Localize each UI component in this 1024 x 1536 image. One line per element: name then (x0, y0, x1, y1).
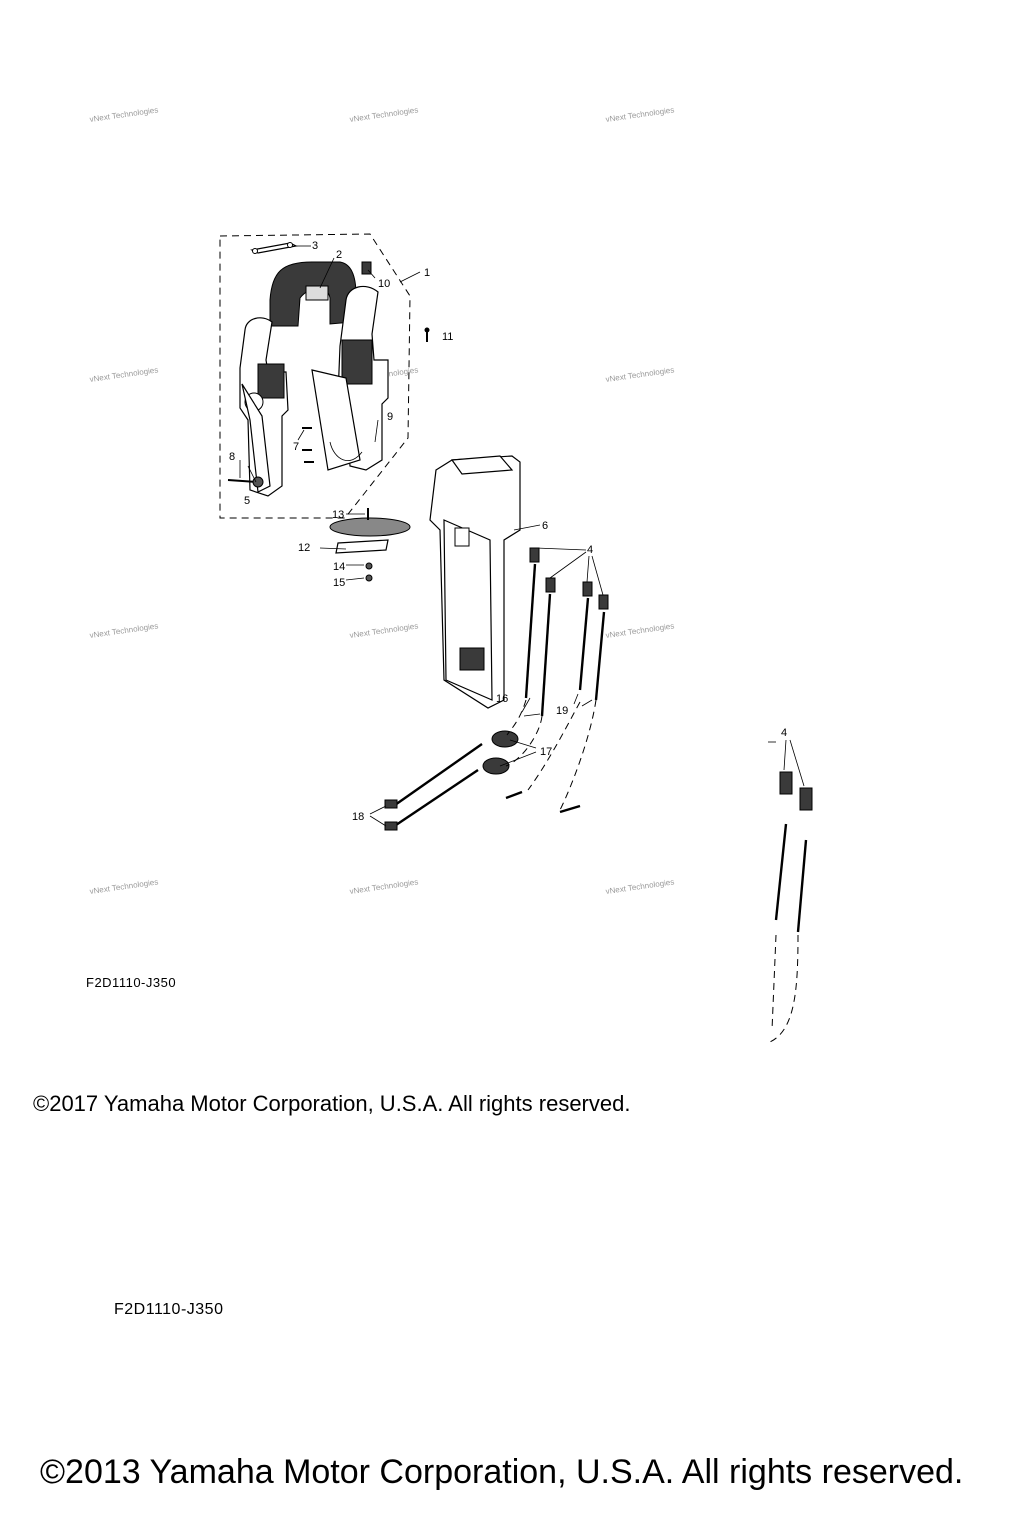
callout-6: 6 (542, 520, 548, 532)
grommet-set (482, 730, 519, 775)
callout-16: 16 (496, 693, 508, 705)
callout-4: 4 (587, 544, 593, 556)
watermark-text: vNext Technologies (605, 621, 675, 640)
control-body-part (429, 455, 521, 709)
cable-route (506, 699, 527, 736)
cable-stub (559, 804, 581, 814)
callout-15: 15 (333, 577, 345, 589)
watermark-text: vNext Technologies (605, 365, 675, 384)
cable-route (527, 701, 581, 791)
watermark-text: vNext Technologies (605, 105, 675, 124)
callout-18: 18 (352, 811, 364, 823)
callout-14: 14 (333, 561, 345, 573)
spacer-part (361, 261, 372, 275)
copyright-notice: ©2017 Yamaha Motor Corporation, U.S.A. A… (33, 1091, 631, 1116)
callout-7: 7 (293, 441, 299, 453)
inset-cable-detail (769, 771, 813, 1043)
watermark-text: vNext Technologies (349, 621, 419, 640)
cable-stub (505, 790, 523, 800)
cable-ends-18 (384, 743, 483, 831)
nut-part (365, 574, 373, 582)
watermark-text: vNext Technologies (89, 105, 159, 124)
plate-part (250, 242, 298, 254)
cable-end-set (529, 547, 609, 610)
screw-part (424, 327, 430, 342)
bolt-part (227, 476, 264, 488)
cable-route (559, 699, 597, 811)
diagram-code: F2D1110-J350 (86, 975, 177, 990)
callout-10: 10 (378, 278, 390, 290)
callout-1: 1 (424, 267, 430, 279)
right-lever-housing (311, 285, 389, 471)
watermark-text: vNext Technologies (349, 877, 419, 896)
cable-set (524, 563, 606, 717)
callout-2: 2 (336, 249, 342, 261)
assembly-boundary (219, 233, 411, 519)
callout-9: 9 (387, 411, 393, 423)
left-lever-housing (239, 317, 289, 497)
watermark-text: vNext Technologies (349, 105, 419, 124)
diagram-code: F2D1110-J350 (114, 1301, 224, 1318)
callout-19: 19 (556, 705, 568, 717)
callout-17: 17 (540, 746, 552, 758)
cable-route (505, 715, 543, 767)
gasket-part (329, 517, 411, 554)
callout-4-inset: 4 (781, 727, 787, 739)
watermark-text: vNext Technologies (89, 621, 159, 640)
cover-part (269, 261, 357, 327)
callout-5: 5 (244, 495, 250, 507)
screw-set (302, 427, 314, 463)
leader-lines (239, 245, 805, 827)
washer-part (365, 562, 373, 570)
callout-3: 3 (312, 240, 318, 252)
watermark-grid: vNext Technologies vNext Technologies vN… (89, 105, 675, 896)
watermark-text: vNext Technologies (605, 877, 675, 896)
callout-12: 12 (298, 542, 310, 554)
callout-11: 11 (442, 331, 453, 343)
watermark-text: vNext Technologies (89, 365, 159, 384)
callout-labels: 3 2 1 10 11 9 7 8 5 13 6 4 12 14 15 16 1… (229, 240, 787, 823)
callout-13: 13 (332, 509, 344, 521)
callout-8: 8 (229, 451, 235, 463)
watermark-text: vNext Technologies (89, 877, 159, 896)
copyright-notice: ©2013 Yamaha Motor Corporation, U.S.A. A… (40, 1453, 964, 1491)
